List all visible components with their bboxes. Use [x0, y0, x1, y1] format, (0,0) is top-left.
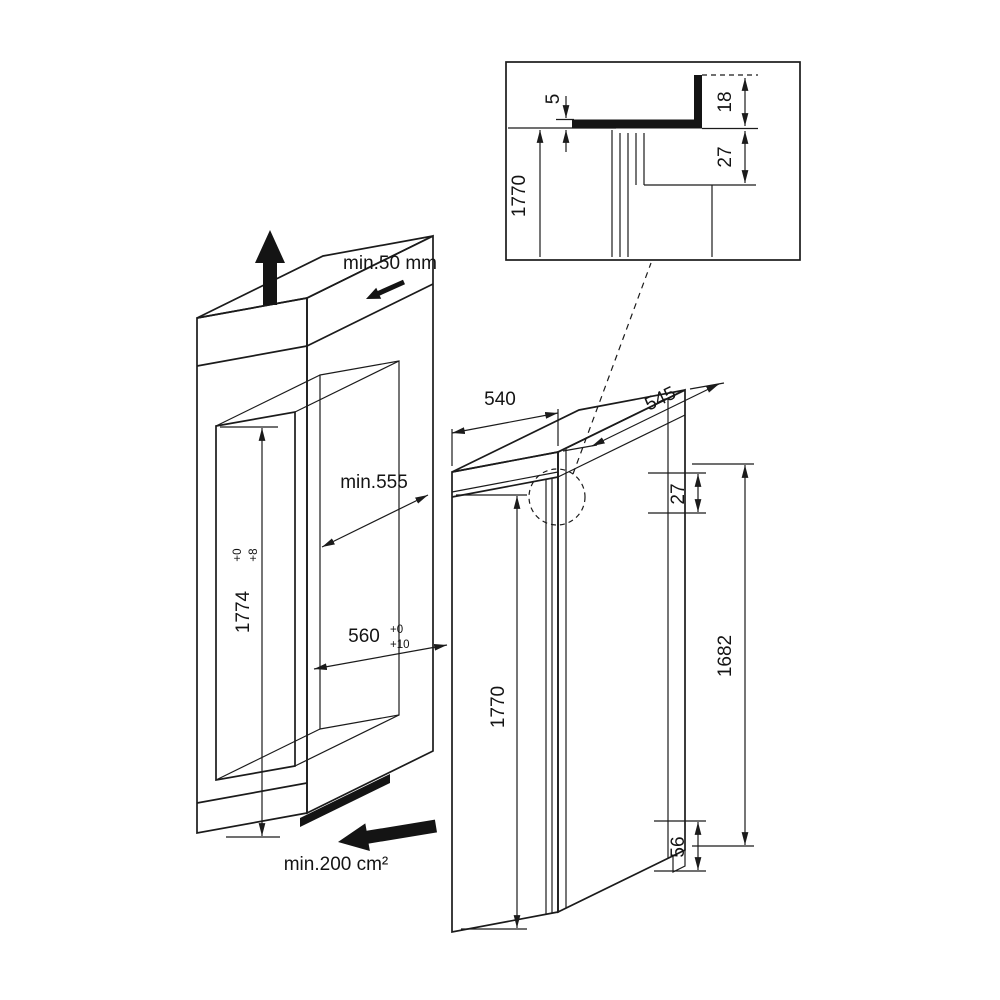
- top-clearance-label: min.50 mm: [343, 253, 437, 274]
- appliance-depth-label: 545: [642, 383, 680, 416]
- niche-width-label: 560: [348, 626, 380, 647]
- appliance-section-lines: [611, 130, 756, 257]
- appliance-top-recess-label: 27: [668, 483, 689, 504]
- appliance-door-height-label: 1682: [715, 635, 736, 677]
- top-clearance-arrow: [366, 279, 405, 299]
- cabinet-drawing: min.50 mm 1774 +0 +8 min.555 560 +0 +10 …: [196, 230, 448, 875]
- detail-leader-line: [572, 262, 652, 475]
- appliance-width-label: 540: [484, 389, 516, 410]
- detail-inset: 5 18 27 1770: [505, 61, 801, 261]
- appliance-foot: [672, 849, 686, 873]
- niche-height-tol-bottom: +8: [248, 548, 260, 561]
- trim-profile: [572, 75, 702, 129]
- plinth-vent-slot: [300, 774, 390, 827]
- detail-inset-frame: [505, 61, 801, 261]
- appliance-base-height-label: 56: [668, 836, 689, 857]
- niche-height-label: 1774: [233, 590, 254, 633]
- detail-dim-27-label: 27: [715, 146, 736, 167]
- detail-highlight-circle: [528, 468, 586, 526]
- appliance-height-label: 1770: [488, 686, 509, 728]
- niche-depth-label: min.555: [340, 472, 408, 493]
- niche-interior-lines: [215, 360, 400, 781]
- niche-width-tol-bottom: +10: [390, 639, 410, 651]
- vent-area-label: min.200 cm²: [284, 854, 389, 875]
- niche-height-tol-top: +0: [232, 548, 244, 561]
- niche-width-tol-top: +0: [390, 624, 403, 636]
- detail-dim-5-label: 5: [543, 94, 564, 105]
- detail-dim-18-label: 18: [715, 91, 736, 112]
- appliance-drawing: 540 545 27 1770 1682 56: [451, 382, 754, 934]
- airflow-up-arrow: [255, 230, 285, 305]
- airflow-bottom-arrow: [338, 819, 437, 851]
- detail-dim-1770-label: 1770: [509, 175, 530, 217]
